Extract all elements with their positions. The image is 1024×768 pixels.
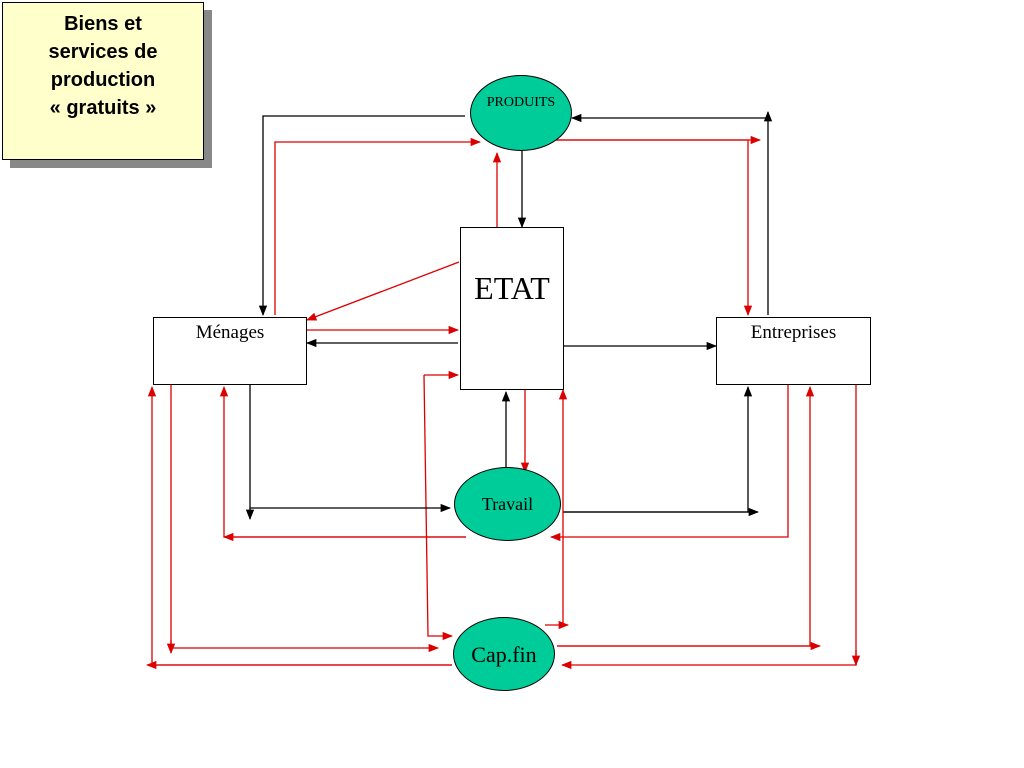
node-etat: ETAT: [460, 227, 564, 390]
node-menages: Ménages: [153, 317, 307, 385]
node-entreprises: Entreprises: [716, 317, 871, 385]
arrow-entreprises-capfin: [560, 385, 857, 670]
node-produits: PRODUITS: [470, 75, 572, 151]
note-biens-gratuits: Biens et services de production « gratui…: [2, 2, 204, 160]
arrow-produits-entreprises: [556, 139, 753, 317]
arrow-menages-capfin: [170, 385, 440, 653]
arrow-etat-capfin: [423, 374, 454, 641]
arrow-menages-travail: [249, 385, 452, 513]
arrow-travail-menages: [219, 385, 466, 538]
node-travail: Travail: [454, 467, 561, 541]
arrow-produits-menages: [258, 115, 465, 317]
arrow-menages-produits: [274, 137, 482, 315]
arrow-capfin-entreprises: [557, 385, 815, 647]
node-capfin: Cap.fin: [453, 617, 555, 691]
arrow-entreprises-travail: [549, 385, 789, 542]
arrow-travail-entreprises: [563, 385, 753, 513]
arrow-entreprises-produits: [570, 113, 769, 315]
arrow-capfin-menages: [147, 385, 452, 666]
arrow-etat-menages: [306, 261, 460, 321]
